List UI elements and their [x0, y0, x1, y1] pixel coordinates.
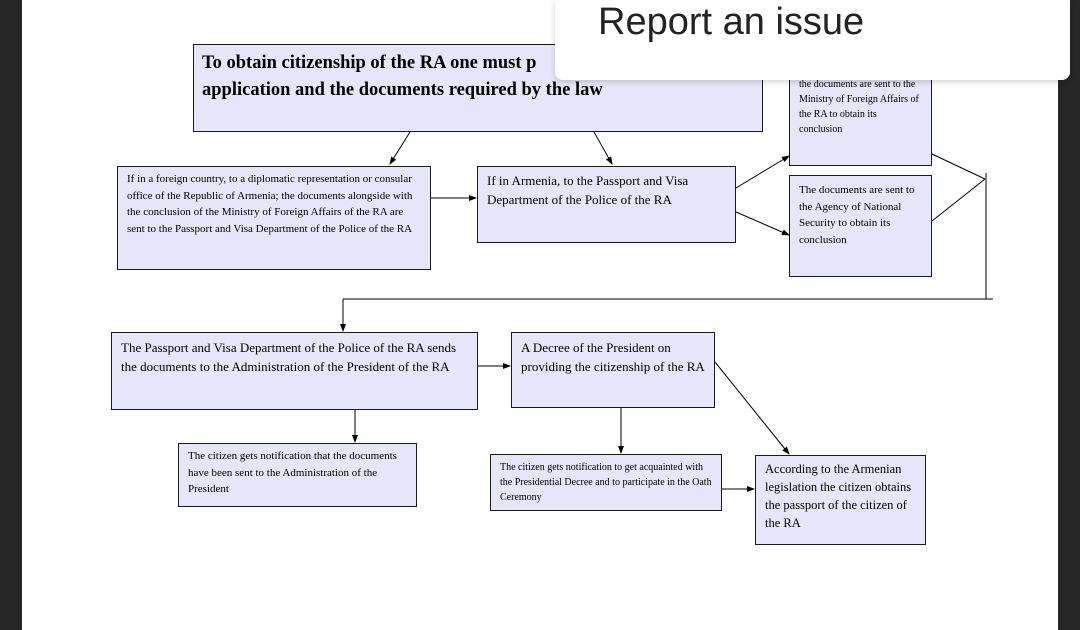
notification-decree-box: The citizen gets notification to get acq… — [490, 454, 722, 511]
in-armenia-box: If in Armenia, to the Passport and Visa … — [477, 166, 736, 243]
decree-box: A Decree of the President on providing t… — [511, 332, 715, 408]
pvd-sends-text: The Passport and Visa Department of the … — [121, 340, 457, 374]
pvd-sends-box: The Passport and Visa Department of the … — [111, 332, 478, 410]
passport-text: According to the Armenian legislation th… — [765, 462, 912, 530]
decree-text: A Decree of the President on providing t… — [521, 340, 705, 374]
notification-sent-box: The citizen gets notification that the d… — [178, 443, 417, 507]
national-security-text: The documents are sent to the Agency of … — [799, 184, 915, 246]
title-line-2: application and the documents required b… — [202, 80, 603, 100]
passport-box: According to the Armenian legislation th… — [755, 455, 926, 545]
notification-decree-text: The citizen gets notification to get acq… — [500, 462, 712, 503]
foreign-country-box: If in a foreign country, to a diplomatic… — [117, 166, 431, 270]
national-security-box: The documents are sent to the Agency of … — [789, 175, 932, 277]
report-issue-panel[interactable]: Report an issue — [555, 0, 1070, 80]
report-issue-label[interactable]: Report an issue — [598, 1, 865, 43]
foreign-country-text: If in a foreign country, to a diplomatic… — [127, 173, 413, 235]
mfa-text: the documents are sent to the Ministry o… — [799, 79, 919, 135]
title-line-1: To obtain citizenship of the RA one must… — [202, 53, 537, 73]
notification-sent-text: The citizen gets notification that the d… — [188, 450, 397, 495]
mfa-box: the documents are sent to the Ministry o… — [789, 70, 932, 166]
in-armenia-text: If in Armenia, to the Passport and Visa … — [487, 173, 689, 207]
